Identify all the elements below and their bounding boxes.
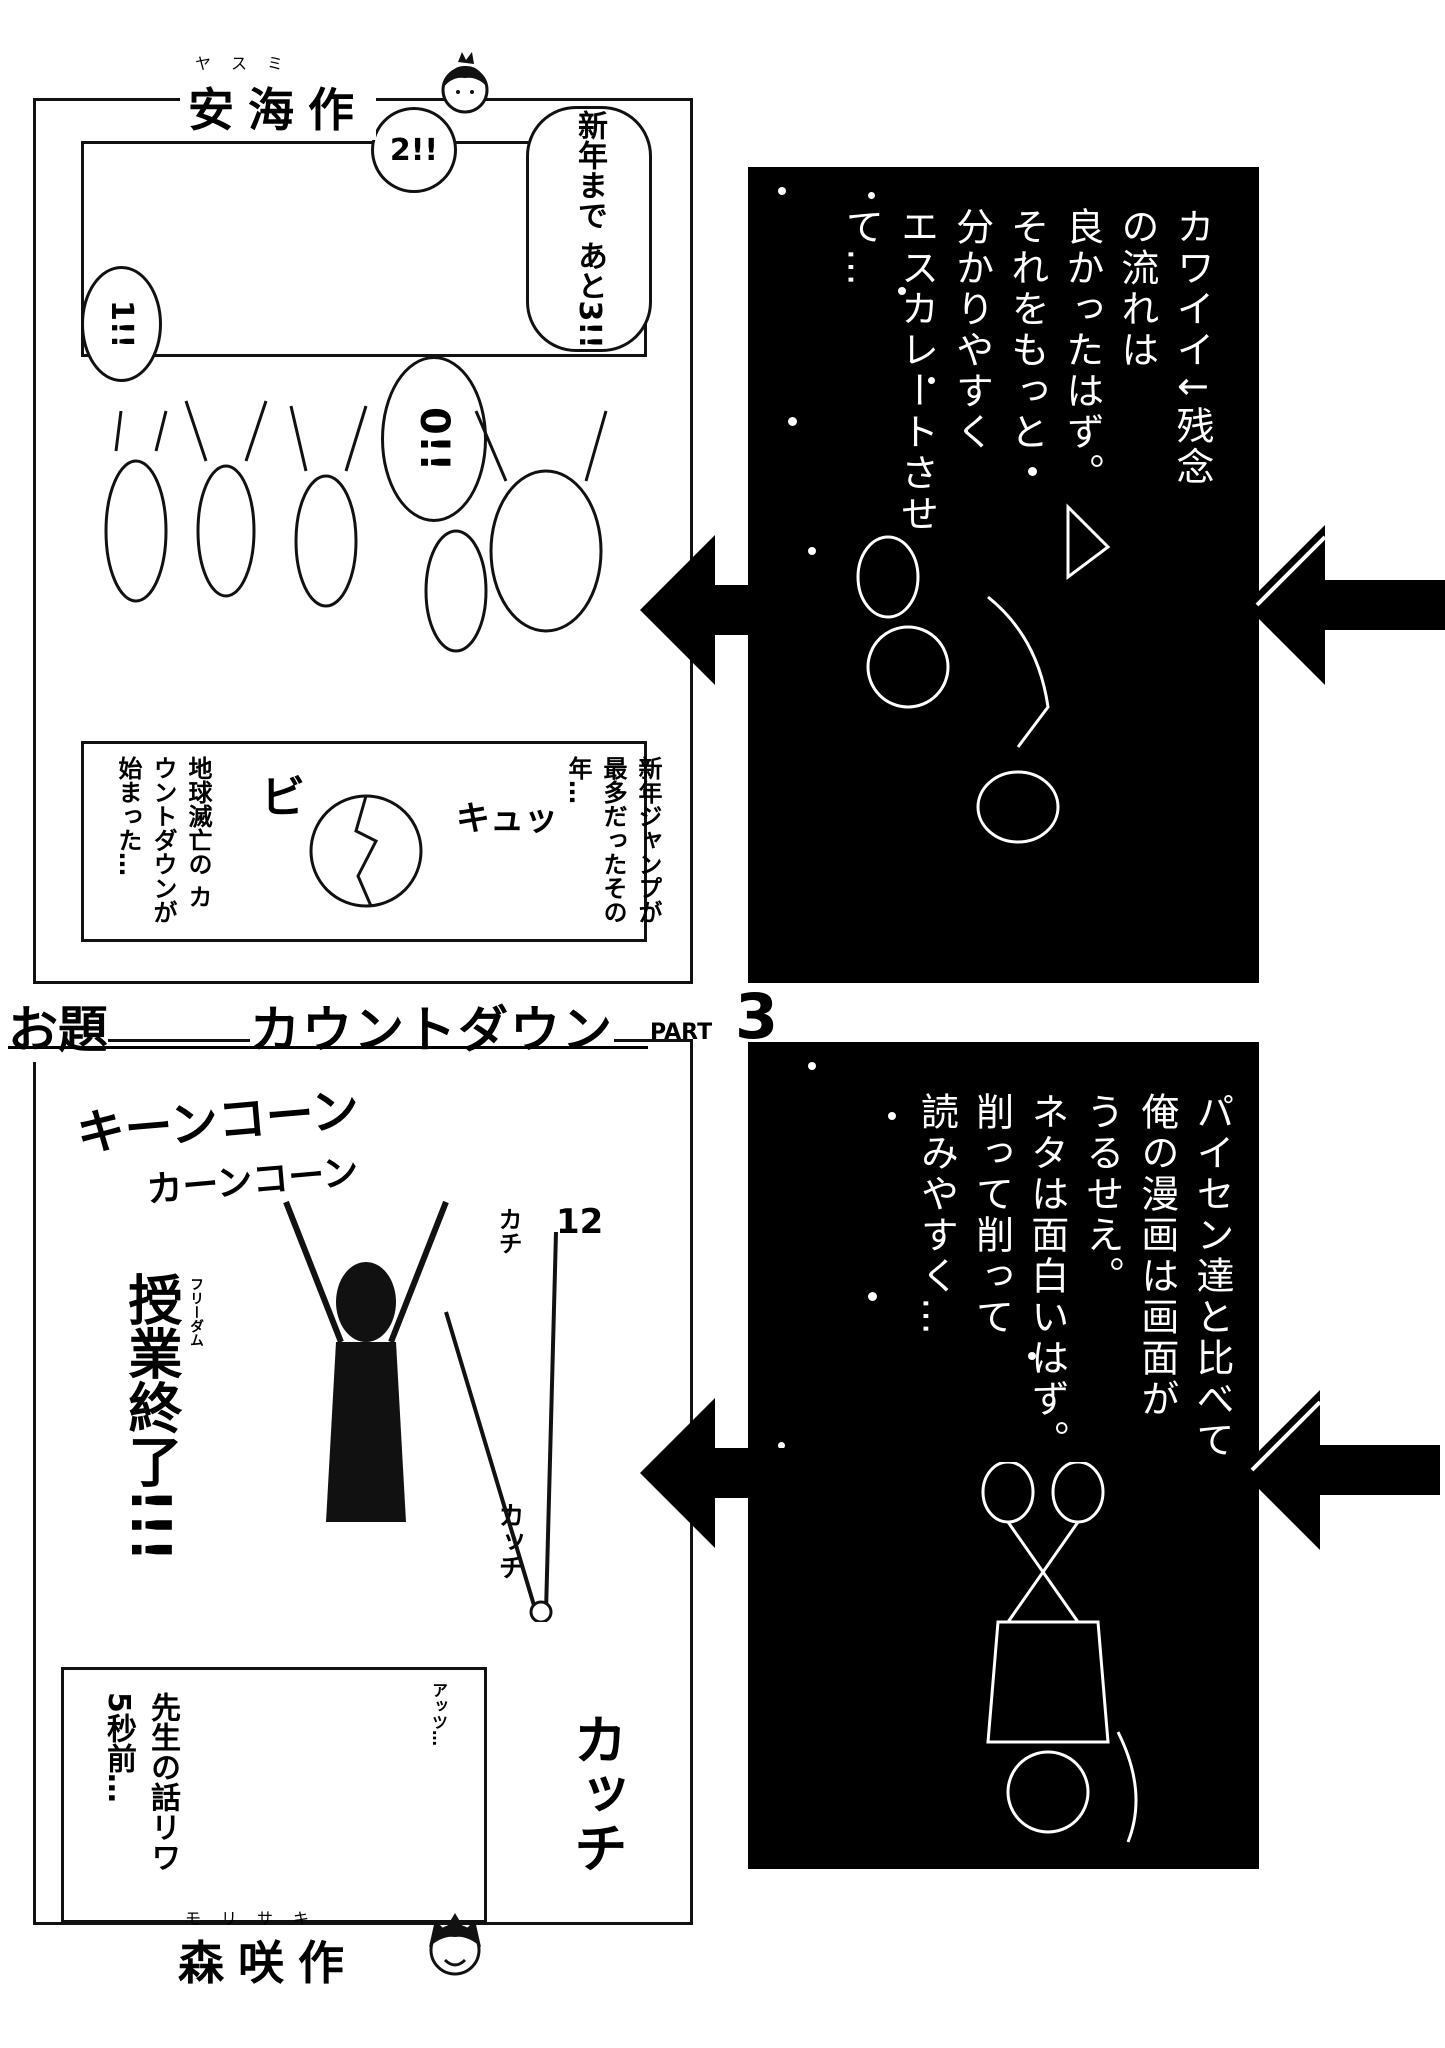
- narration-text: パイセン達と比べて 俺の漫画は画面が うるせえ。 ネタは面白いはず。 削って削っ…: [914, 1092, 1234, 1461]
- speech-bubble-3: 新年まで あと3!!: [526, 106, 652, 352]
- caption-teacher: 先生の話リワ 5秒前…: [101, 1692, 180, 1872]
- bottom-narration-panel: パイセン達と比べて 俺の漫画は画面が うるせえ。 ネタは面白いはず。 削って削っ…: [748, 1042, 1259, 1869]
- top-author-ruby: ヤスミ: [195, 54, 304, 73]
- shout-ruby: フリーダム: [188, 1277, 204, 1347]
- sfx-tick-2: カッチ: [494, 1502, 524, 1580]
- left-arrow-icon: [1240, 1390, 1440, 1550]
- caption-panel: [61, 1667, 487, 1923]
- sfx-kyu: キュッ: [456, 799, 558, 839]
- top-narration-panel: カワイイ↓残念 の流れは 良かったはず。 それをもっと 分かりやすく エスカレー…: [748, 167, 1259, 983]
- cats-cheering-sketch: [104, 400, 608, 653]
- bottom-sketch-panel: キーンコーン カーンコーン 授業終了!!! フリーダム 12 カチ カッチ カッ…: [33, 1039, 693, 1925]
- part-label: PART: [650, 1020, 713, 1045]
- student-jumping-sketch: [283, 1200, 449, 1522]
- sfx-tick-3: カッチ: [564, 1712, 627, 1874]
- left-arrow-icon: [640, 1398, 785, 1548]
- earth-cracking-sketch: [309, 794, 423, 908]
- speech-bubble-1: 1!!: [81, 266, 162, 382]
- author-avatar-icon: [441, 52, 489, 114]
- part-number: 3: [735, 980, 779, 1053]
- bottom-author-header: モリサキ 森咲作: [150, 1905, 481, 1993]
- caption-earth-destruction: 地球滅亡の カウントダウンが 始まった…: [114, 756, 212, 924]
- sfx-tick-1: カチ: [494, 1207, 522, 1255]
- left-arrow-icon: [640, 535, 785, 685]
- left-arrow-icon: [1245, 525, 1445, 685]
- clock-number-12: 12: [556, 1202, 604, 1242]
- top-sketch-panel: 新年まで あと3!! 2!! 1!! 0!! 新年ジャンプが 最多だったその年……: [33, 98, 693, 984]
- theme-title: カウントダウン: [250, 990, 614, 1062]
- top-author: 安海作: [180, 74, 376, 140]
- clock-hands-sketch: [444, 1231, 558, 1622]
- top-author-header: ヤスミ 安海作: [150, 52, 489, 140]
- caption-panel: [81, 741, 647, 942]
- bottom-author-ruby: モリサキ: [185, 1909, 330, 1928]
- sfx-bi: ビ: [261, 772, 305, 823]
- shout-class-over: 授業終了!!!: [119, 1272, 182, 1562]
- theme-title-bar: お題 カウントダウン PART 3: [0, 980, 790, 1062]
- bottom-author: 森咲作: [170, 1927, 366, 1993]
- narration-text: カワイイ↓残念 の流れは 良かったはず。 それをもっと 分かりやすく エスカレー…: [839, 207, 1214, 535]
- aside-text: アッツ…: [429, 1682, 448, 1746]
- caption-new-year-jump: 新年ジャンプが 最多だったその年…: [564, 756, 662, 924]
- falling-characters-illustration: [856, 503, 1111, 844]
- speech-bubble-2: 2!!: [371, 107, 457, 193]
- falling-character-illustration: [981, 1462, 1138, 1843]
- author-avatar-icon: [429, 1913, 481, 1976]
- speech-bubble-0: 0!!: [381, 356, 487, 522]
- theme-label: お題: [8, 990, 108, 1062]
